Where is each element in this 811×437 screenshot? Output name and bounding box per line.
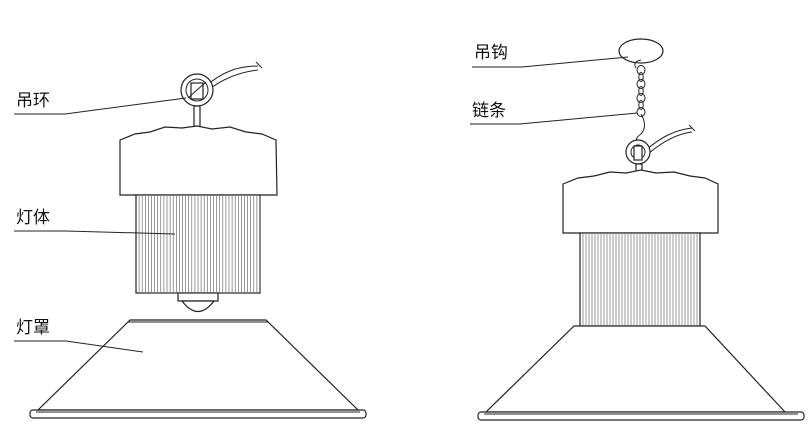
leader-shade <box>14 340 144 353</box>
right-heat-sink-fins <box>582 234 698 325</box>
leader-chain <box>470 112 638 125</box>
left-heat-sink-fins <box>138 196 261 292</box>
chain-link <box>636 93 646 103</box>
left-lamp <box>29 61 367 419</box>
leader-body <box>14 230 176 235</box>
left-top-housing <box>119 125 278 196</box>
hanging-ring <box>180 73 214 129</box>
leader-ring <box>14 97 187 115</box>
label-hook: 吊钩 <box>474 43 508 63</box>
leader-hook <box>472 56 629 68</box>
label-body: 灯体 <box>16 208 50 228</box>
chain <box>636 65 646 117</box>
chain-link <box>636 65 646 75</box>
chain-link <box>638 72 644 82</box>
ceiling-hook <box>634 59 642 69</box>
chain-link <box>638 100 644 110</box>
label-shade: 灯罩 <box>16 318 50 338</box>
label-ring: 吊环 <box>16 91 50 111</box>
right-shade <box>477 325 805 421</box>
chain-link <box>638 86 644 96</box>
chain-link <box>636 79 646 89</box>
left-cable-tip <box>255 61 263 69</box>
leader-lines <box>14 56 638 353</box>
ceiling-hook-plate <box>618 38 664 64</box>
label-chain: 链条 <box>472 101 506 121</box>
left-lens <box>177 292 219 313</box>
right-lamp <box>477 38 805 421</box>
left-shade <box>29 319 367 419</box>
right-cable-tip <box>688 124 696 132</box>
right-top-housing <box>562 169 719 234</box>
right-cable-2 <box>647 131 693 155</box>
left-cable-2 <box>207 69 259 91</box>
chain-link <box>636 107 646 117</box>
